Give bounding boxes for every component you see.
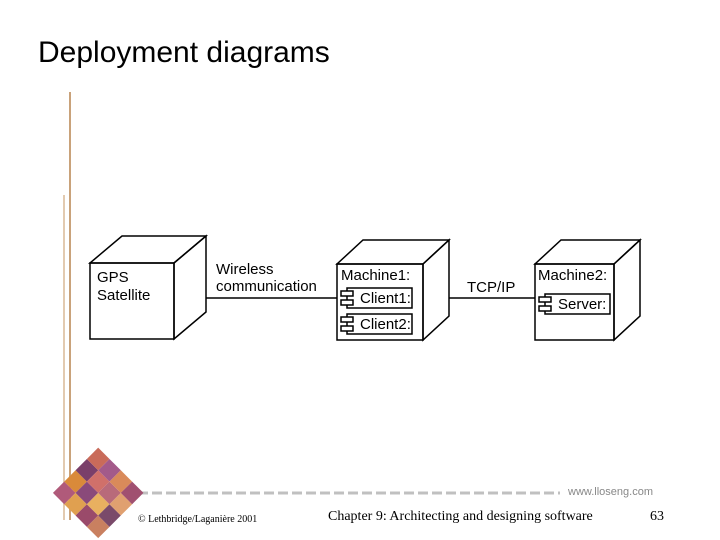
machine1-label: Machine1: bbox=[341, 267, 411, 284]
component-client2 bbox=[340, 313, 413, 335]
gps-label-line1: GPS bbox=[97, 269, 129, 286]
node-machine2 bbox=[533, 238, 642, 342]
tcpip-label: TCP/IP bbox=[467, 279, 516, 296]
footer-chapter: Chapter 9: Architecting and designing so… bbox=[328, 509, 593, 524]
component-server bbox=[538, 293, 611, 315]
node-gps-satellite bbox=[87, 234, 209, 341]
wireless-label-line2: communication bbox=[216, 278, 317, 295]
client2-label: Client2: bbox=[360, 316, 411, 333]
client1-label: Client1: bbox=[360, 290, 411, 307]
component-client1 bbox=[340, 287, 413, 309]
wireless-label-line1: Wireless bbox=[216, 261, 274, 278]
footer-page-number: 63 bbox=[650, 509, 664, 524]
server-label: Server: bbox=[558, 296, 607, 313]
footer-copyright: © Lethbridge/Laganière 2001 bbox=[138, 514, 258, 525]
gps-label-line2: Satellite bbox=[97, 287, 151, 304]
node-machine1 bbox=[335, 238, 451, 342]
website-watermark: www.lloseng.com bbox=[568, 486, 653, 498]
slide-title: Deployment diagrams bbox=[38, 36, 330, 69]
machine2-label: Machine2: bbox=[538, 267, 608, 284]
